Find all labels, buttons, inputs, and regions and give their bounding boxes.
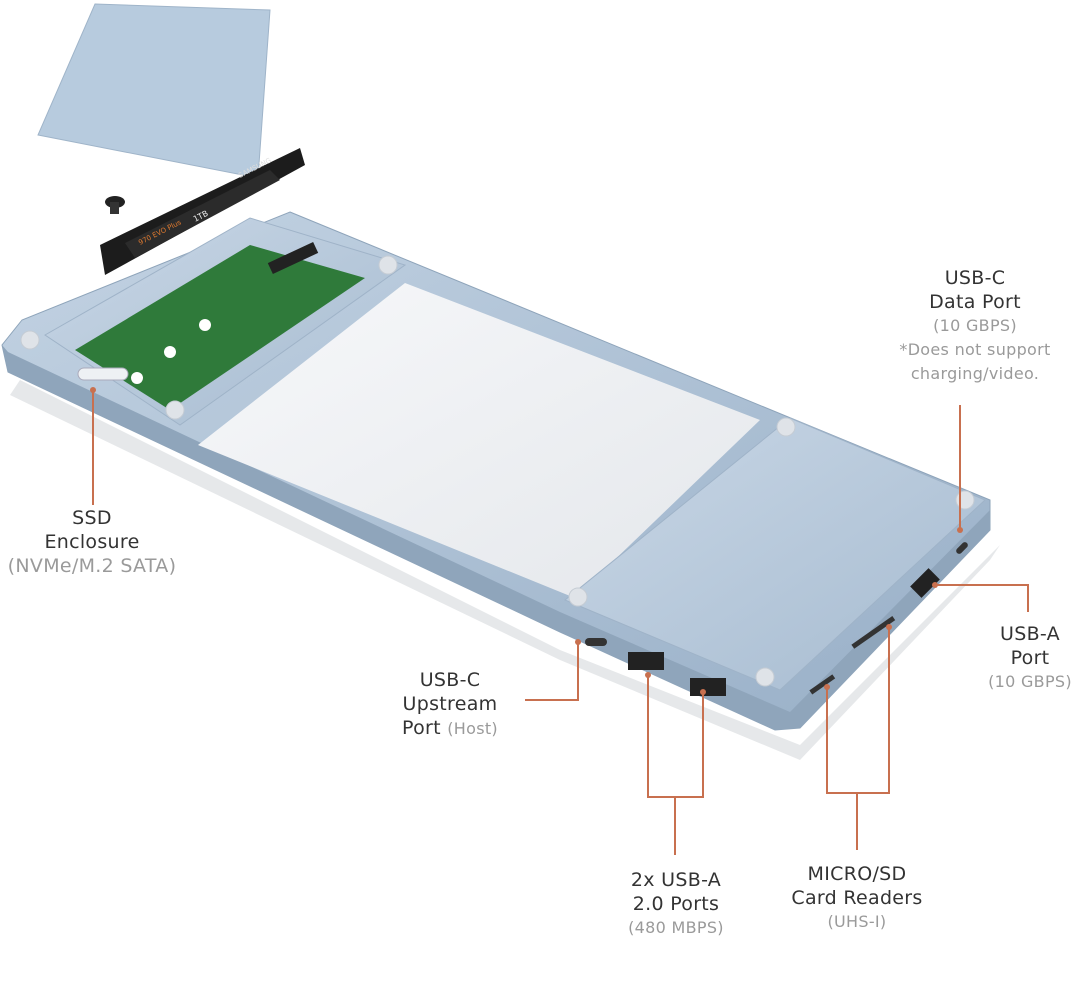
label-line: Enclosure [44, 531, 140, 553]
label-sub: (10 GBPS) [933, 316, 1017, 335]
rubber-foot [378, 255, 398, 275]
usbc-data-port [956, 542, 968, 554]
label-sub: (UHS-I) [827, 912, 887, 931]
leader-line-endpoints [90, 387, 963, 695]
label-usba-port: USB-A Port (10 GBPS) [970, 622, 1080, 694]
label-sub: (Host) [447, 719, 498, 738]
label-ssd-enclosure: SSD Enclosure (NVMe/M.2 SATA) [0, 506, 192, 578]
label-line: USB-A [1000, 623, 1060, 645]
label-line: Card Readers [791, 887, 923, 909]
label-text: Port [402, 717, 441, 739]
label-note: *Does not support [899, 340, 1051, 359]
label-sub: (480 MBPS) [628, 918, 724, 937]
label-line: SSD [72, 507, 112, 529]
standoff [164, 346, 176, 358]
ssd-cover-lid [37, 3, 271, 179]
label-usbc-data-port: USB-C Data Port (10 GBPS) *Does not supp… [860, 266, 1080, 386]
trackpad-recess [198, 283, 760, 598]
label-usba-2x: 2x USB-A 2.0 Ports (480 MBPS) [596, 868, 756, 940]
label-usbc-upstream: USB-C Upstream Port (Host) [380, 668, 520, 741]
usba-port-1 [628, 652, 664, 670]
label-sub: (NVMe/M.2 SATA) [7, 555, 177, 577]
label-line: Upstream [402, 693, 498, 715]
rubber-foot [955, 490, 975, 510]
rubber-foot [776, 417, 796, 437]
right-plate [564, 417, 986, 691]
ssd-bay-pcb [75, 245, 365, 410]
label-sub: (10 GBPS) [988, 672, 1072, 691]
label-line: Port (Host) [380, 716, 520, 741]
leader-line-usba-port [935, 584, 1029, 612]
rubber-foot [165, 400, 185, 420]
sd-slot [851, 616, 896, 649]
usbc-upstream-port [585, 638, 607, 646]
label-note: charging/video. [910, 364, 1040, 383]
rubber-foot [20, 330, 40, 350]
screw-icon [105, 196, 125, 214]
label-line: 2.0 Ports [632, 893, 720, 915]
micro-sd-slot [809, 674, 836, 695]
leader-line-usbc-upstream [525, 642, 579, 701]
usba-side-port [910, 568, 940, 598]
label-line: 2x USB-A [630, 869, 722, 891]
label-line: Port [1010, 647, 1050, 669]
label-line: USB-C [419, 669, 481, 691]
label-line: Data Port [929, 291, 1021, 313]
label-line: MICRO/SD [807, 863, 907, 885]
ssd-label [125, 170, 280, 258]
rubber-foot [568, 587, 588, 607]
label-card-readers: MICRO/SD Card Readers (UHS-I) [772, 862, 942, 934]
standoff [199, 319, 211, 331]
standoff [131, 372, 143, 384]
m2-slot [267, 241, 319, 275]
ssd-latch [77, 367, 129, 381]
usba-port-2 [690, 678, 726, 696]
label-line: USB-C [944, 267, 1006, 289]
rubber-foot [755, 667, 775, 687]
